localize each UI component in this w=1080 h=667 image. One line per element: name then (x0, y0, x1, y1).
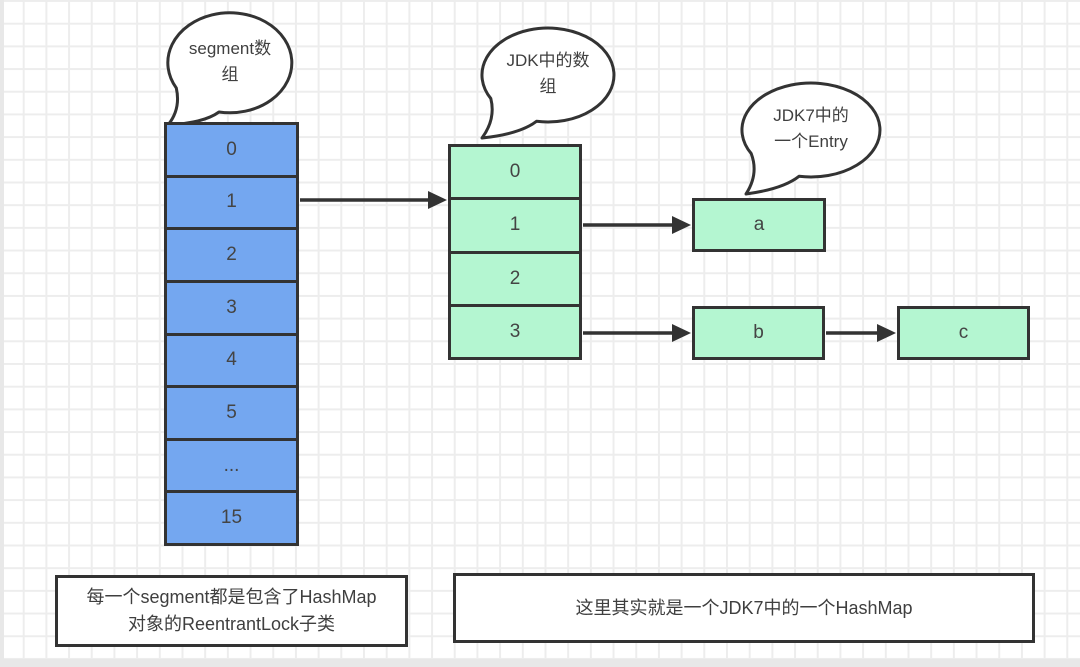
bubble-label-line: 组 (539, 77, 557, 96)
entry-c: c (897, 306, 1030, 360)
segment-cell: 1 (167, 174, 296, 228)
note-line: 每一个segment都是包含了HashMap (86, 587, 377, 607)
jdk-array: 0 1 2 3 (448, 144, 582, 360)
segment-cell: 3 (167, 279, 296, 333)
canvas-edge-left (0, 0, 4, 667)
arrow-segment1-to-jdk-array (300, 191, 447, 209)
segment-cell: ... (167, 437, 296, 491)
segment-cell: 5 (167, 385, 296, 438)
bubble-label-segment-array: segment数 组 (168, 36, 292, 88)
bubble-label-line: 一个Entry (774, 132, 848, 151)
speech-bubble-jdk7-entry (740, 81, 882, 196)
note-hashmap-description: 这里其实就是一个JDK7中的一个HashMap (453, 573, 1035, 643)
segment-cell: 2 (167, 227, 296, 280)
jdk-cell: 3 (451, 303, 579, 357)
note-line: 对象的ReentrantLock子类 (127, 614, 336, 634)
arrow-jdk3-to-entry-b (583, 324, 691, 342)
jdk-cell: 2 (451, 250, 579, 304)
jdk-cell: 1 (451, 197, 579, 251)
note-line: 这里其实就是一个JDK7中的一个HashMap (575, 597, 913, 618)
segment-cell: 0 (167, 125, 296, 175)
bubble-label-line: JDK7中的 (773, 106, 849, 125)
entry-b: b (692, 306, 825, 360)
bubble-label-jdk7-entry: JDK7中的 一个Entry (742, 103, 880, 155)
arrow-jdk1-to-entry-a (583, 216, 691, 234)
segment-cell: 4 (167, 332, 296, 386)
bubble-label-line: JDK中的数 (506, 51, 590, 70)
bubble-label-line: segment数 (188, 39, 272, 58)
entry-a: a (692, 198, 826, 252)
jdk-cell: 0 (451, 147, 579, 198)
arrow-entry-b-to-entry-c (826, 324, 896, 342)
segment-array: 0 1 2 3 4 5 ... 15 (164, 122, 299, 546)
canvas-edge-bottom (0, 659, 1080, 667)
bubble-label-line: 组 (221, 65, 239, 84)
segment-cell: 15 (167, 490, 296, 543)
bubble-label-jdk-array: JDK中的数 组 (482, 48, 614, 100)
speech-bubble-jdk-array (480, 26, 616, 140)
note-segment-description: 每一个segment都是包含了HashMap 对象的ReentrantLock子… (55, 575, 408, 647)
